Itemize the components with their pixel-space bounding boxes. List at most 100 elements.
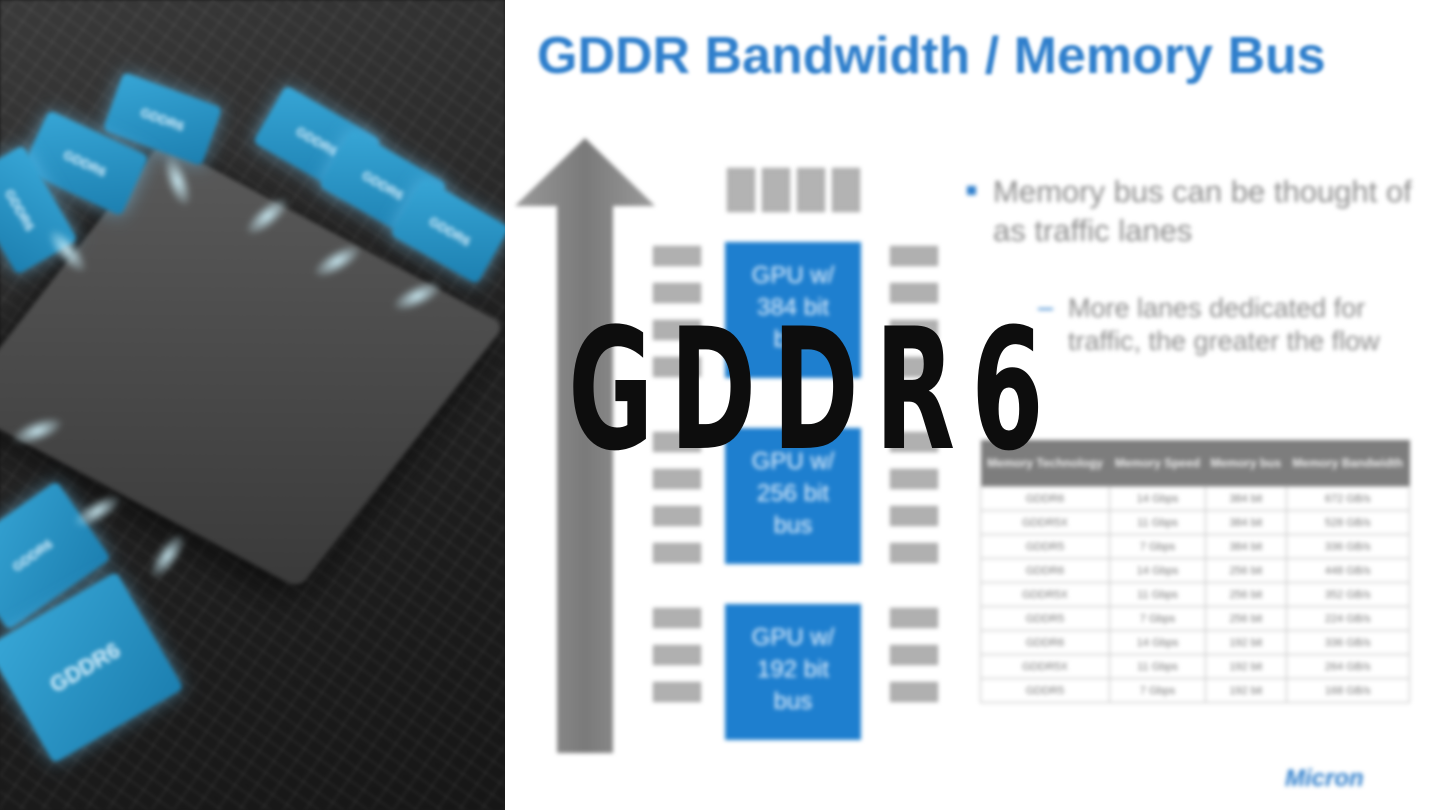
table-cell: 14 Gbps <box>1108 486 1207 511</box>
table-cell: GDDR6 <box>980 630 1110 655</box>
gpu-192-bit-block: GPU w/ 192 bit bus <box>725 604 861 740</box>
table-header-row: Memory Technology Memory Speed Memory bu… <box>980 440 1410 487</box>
memory-chip <box>890 506 938 526</box>
table-cell: GDDR6 <box>980 486 1110 511</box>
memory-chip <box>653 357 701 377</box>
gpu-label: GPU w/ <box>751 624 835 651</box>
table-header-cell: Memory Technology <box>980 440 1110 487</box>
table-header-cell: Memory bus <box>1205 440 1287 487</box>
gpu-label: bus <box>773 512 813 539</box>
memory-chip <box>653 682 701 702</box>
table-cell: 224 GB/s <box>1285 606 1411 631</box>
gpu-label: 192 bit <box>756 656 830 683</box>
memory-chip <box>653 608 701 628</box>
table-cell: GDDR5X <box>980 582 1110 607</box>
sub-bullet-point: – More lanes dedicated for traffic, the … <box>1038 292 1408 358</box>
memory-chip <box>797 168 825 212</box>
table-cell: 11 Gbps <box>1108 582 1207 607</box>
gpu-label: bus <box>773 326 813 353</box>
table-cell: 384 bit <box>1205 510 1287 535</box>
table-cell: 528 GB/s <box>1285 510 1411 535</box>
memory-chip <box>890 469 938 489</box>
memory-chip <box>653 432 701 452</box>
memory-chip <box>653 543 701 563</box>
table-cell: GDDR5X <box>980 510 1110 535</box>
memory-chip <box>653 246 701 266</box>
sub-bullet-text: More lanes dedicated for traffic, the gr… <box>1068 293 1380 356</box>
table-header-cell: Memory Speed <box>1109 440 1206 487</box>
table-cell: 448 GB/s <box>1285 558 1411 583</box>
memory-chip <box>653 506 701 526</box>
table-cell: 256 bit <box>1205 606 1287 631</box>
overlay-title: GDDR6 <box>568 292 1060 488</box>
memory-chip <box>832 168 860 212</box>
table-cell: GDDR5 <box>980 606 1110 631</box>
table-cell: 7 Gbps <box>1108 534 1207 559</box>
memory-chip <box>890 320 938 340</box>
table-cell: 14 Gbps <box>1108 630 1207 655</box>
bullet-point: Memory bus can be thought of as traffic … <box>967 172 1413 250</box>
table-cell: 352 GB/s <box>1285 582 1411 607</box>
memory-chip <box>653 469 701 489</box>
gpu-label: GPU w/ <box>751 448 835 475</box>
table-cell: 336 GB/s <box>1285 534 1411 559</box>
memory-chip <box>653 283 701 303</box>
table-cell: 11 Gbps <box>1108 510 1207 535</box>
slide: GDDR Bandwidth / Memory Bus GPU <box>505 0 1440 810</box>
table-cell: 256 bit <box>1205 582 1287 607</box>
table-cell: 256 bit <box>1205 558 1287 583</box>
table-cell: 384 bit <box>1205 486 1287 511</box>
table-cell: 264 GB/s <box>1285 654 1411 679</box>
memory-chip <box>653 645 701 665</box>
memory-chip <box>727 168 755 212</box>
memory-chip <box>653 320 701 340</box>
gpu-label: bus <box>773 688 813 715</box>
gpu-label: 256 bit <box>756 480 830 507</box>
gpu-label: 384 bit <box>756 294 830 321</box>
table-cell: 192 bit <box>1205 654 1287 679</box>
table-header-cell: Memory Bandwidth <box>1286 440 1410 487</box>
table-cell: 336 GB/s <box>1285 630 1411 655</box>
gpu-label: GPU w/ <box>751 262 835 289</box>
memory-chip <box>762 168 790 212</box>
memory-chip <box>890 682 938 702</box>
bullet-icon <box>967 186 976 195</box>
memory-bandwidth-table: Memory Technology Memory Speed Memory bu… <box>980 440 1411 703</box>
memory-chip <box>890 543 938 563</box>
slide-body: GPU w/ 384 bit bus GPU w/ 256 bit bus GP… <box>505 0 1440 810</box>
table-cell: 168 GB/s <box>1285 678 1411 703</box>
up-arrow-icon <box>515 138 655 753</box>
table-cell: GDDR5 <box>980 534 1110 559</box>
memory-chip <box>890 645 938 665</box>
micron-logo: Micron <box>1285 765 1364 792</box>
table-cell: GDDR5 <box>980 678 1110 703</box>
memory-chip <box>890 608 938 628</box>
table-cell: 14 Gbps <box>1108 558 1207 583</box>
table-cell: 192 bit <box>1205 630 1287 655</box>
table-cell: GDDR6 <box>980 558 1110 583</box>
table-cell: 7 Gbps <box>1108 678 1207 703</box>
table-cell: 192 bit <box>1205 678 1287 703</box>
table-cell: 384 bit <box>1205 534 1287 559</box>
slide-title: GDDR Bandwidth / Memory Bus <box>537 27 1326 85</box>
memory-chip <box>890 432 938 452</box>
table-cell: 672 GB/s <box>1285 486 1411 511</box>
gpu-256-bit-block: GPU w/ 256 bit bus <box>725 428 861 564</box>
gpu-384-bit-block: GPU w/ 384 bit bus <box>725 242 861 378</box>
bullet-text: Memory bus can be thought of as traffic … <box>993 174 1412 248</box>
gpu-board-photo: GDDR6 GDDR6 GDDR6 GDDR6 GDDR6 GDDR6 GDDR… <box>0 0 505 810</box>
memory-chip <box>890 357 938 377</box>
memory-chip <box>890 246 938 266</box>
table-cell: GDDR5X <box>980 654 1110 679</box>
dash-icon: – <box>1038 292 1054 322</box>
